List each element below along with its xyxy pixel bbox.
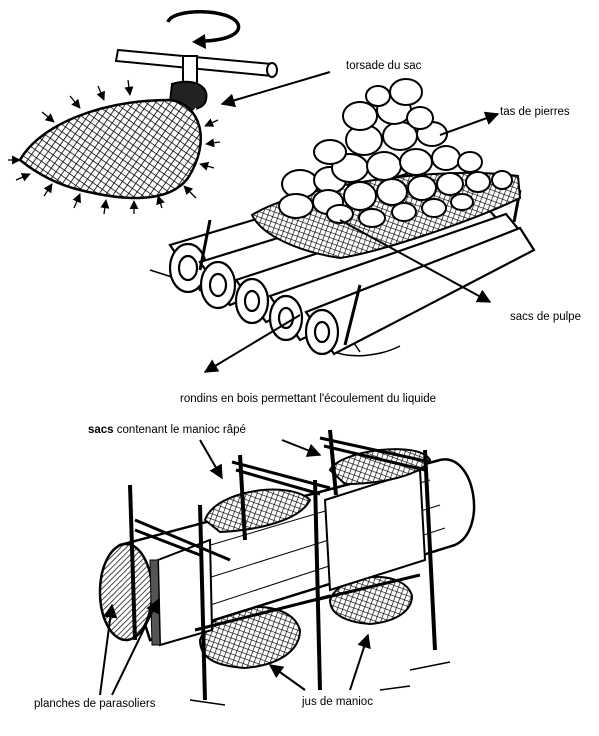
label-jus-de-manioc: jus de manioc [302,696,373,708]
label-sacs-bold: sacs [88,424,114,436]
label-sacs-contenant: sacs contenant le manioc râpé [88,424,246,436]
trunk-press-figure [98,429,476,706]
label-torsade-du-sac: torsade du sac [346,60,422,72]
log-press-figure [149,78,536,373]
twisting-sack-figure [8,10,331,215]
pressure-arrows [8,79,221,215]
label-rondins: rondins en bois permettant l'écoulement … [180,393,436,405]
label-sacs-rest: contenant le manioc râpé [113,424,246,436]
label-tas-de-pierres: tas de pierres [500,106,570,118]
label-planches-de-parasoliers: planches de parasoliers [34,698,156,710]
label-sacs-de-pulpe: sacs de pulpe [510,311,581,323]
stone-pile [278,78,513,228]
